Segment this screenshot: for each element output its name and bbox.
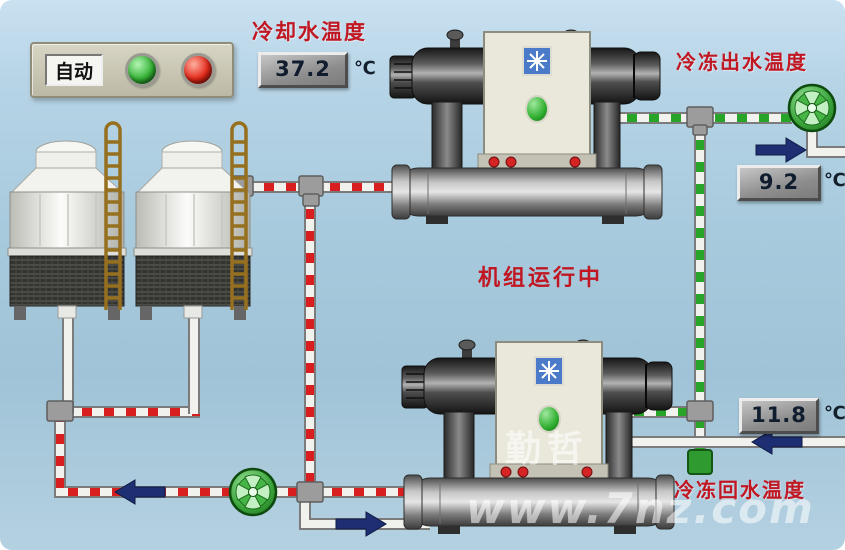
chiller-unit-1 bbox=[389, 29, 663, 225]
flow-arrow-bottom-right bbox=[335, 511, 387, 537]
chilled-return-temp-label: 冷冻回水温度 bbox=[674, 478, 806, 502]
chilled-return-temp-unit: ℃ bbox=[824, 403, 845, 424]
watermark-brand: 勤哲 bbox=[505, 429, 590, 470]
pipe-fittings bbox=[46, 106, 714, 503]
cooling-water-temp-label: 冷却水温度 bbox=[252, 20, 367, 44]
flow-arrow-cooling-left bbox=[114, 479, 166, 505]
plain-pipes bbox=[62, 126, 845, 530]
chilled-return-temp-display: 11.8 bbox=[739, 398, 819, 434]
cooling-tower-1 bbox=[6, 121, 128, 322]
unit-running-status: 机组运行中 bbox=[478, 266, 604, 291]
chilled-outlet-temp-label: 冷冻出水温度 bbox=[676, 50, 808, 74]
chilled-water-pump bbox=[787, 83, 837, 133]
control-panel: 自动 bbox=[30, 42, 234, 98]
stop-indicator-light bbox=[181, 53, 215, 87]
flow-arrow-return-in bbox=[751, 429, 803, 455]
cooling-tower-2 bbox=[132, 121, 254, 322]
chilled-outlet-temp-unit: ℃ bbox=[824, 170, 845, 191]
watermark-url: www.7nz.com bbox=[466, 484, 815, 533]
auto-mode-button[interactable]: 自动 bbox=[45, 54, 103, 86]
run-indicator-light bbox=[125, 53, 159, 87]
chilled-outlet-temp-display: 9.2 bbox=[737, 165, 821, 201]
cooling-water-pump bbox=[228, 467, 278, 517]
chilled-return-valve bbox=[687, 449, 713, 475]
flow-arrow-supply-out bbox=[755, 137, 807, 163]
cooling-water-temp-unit: ℃ bbox=[354, 58, 376, 79]
cooling-water-pipes bbox=[54, 181, 416, 498]
cooling-water-temp-display: 37.2 bbox=[258, 52, 348, 88]
